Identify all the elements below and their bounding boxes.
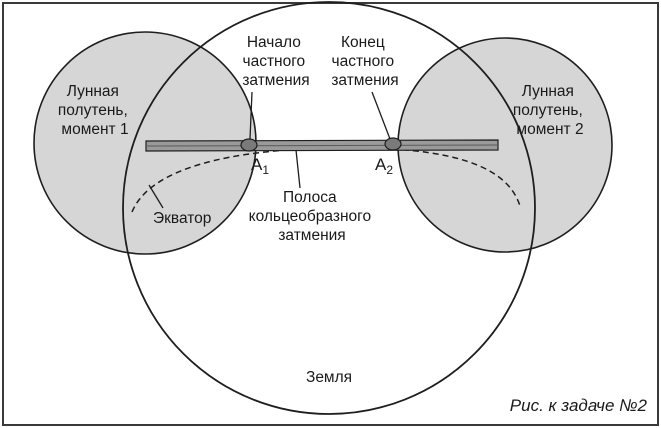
penumbra-2-label: Лунная полутень, момент 2 bbox=[513, 83, 587, 138]
figure-caption: Рис. к задаче №2 bbox=[510, 396, 648, 415]
partial-start-line-3: затмения bbox=[242, 72, 309, 89]
partial-end-label: Конец частного затмения bbox=[331, 34, 398, 89]
leader-partial-end bbox=[371, 91, 391, 140]
penumbra-2-line-3: момент 2 bbox=[516, 121, 583, 138]
leader-partial-start bbox=[249, 91, 253, 140]
point-a1-letter: A bbox=[251, 155, 263, 174]
band-label: Полоса кольцеобразного затмения bbox=[249, 189, 376, 244]
partial-start-label: Начало частного затмения bbox=[242, 34, 309, 89]
band-line-3: затмения bbox=[278, 227, 345, 244]
band-line-2: кольцеобразного bbox=[249, 208, 371, 225]
band-line-1: Полоса bbox=[283, 189, 337, 206]
partial-end-line-3: затмения bbox=[331, 72, 398, 89]
point-a2-letter: A bbox=[375, 155, 387, 174]
penumbra-1-line-2: полутень, bbox=[58, 102, 128, 119]
penumbra-1-line-3: момент 1 bbox=[61, 121, 128, 138]
point-a1-label: A1 bbox=[251, 155, 269, 177]
partial-start-line-1: Начало bbox=[247, 34, 301, 51]
penumbra-2-line-2: полутень, bbox=[513, 102, 583, 119]
annular-band-centerline bbox=[145, 144, 499, 147]
leader-equator bbox=[148, 184, 164, 209]
penumbra-2-line-1: Лунная bbox=[522, 83, 574, 100]
partial-start-line-2: частного bbox=[243, 53, 306, 70]
earth-label: Земля bbox=[306, 369, 352, 386]
equator-label: Экватор bbox=[153, 210, 211, 227]
penumbra-1-line-1: Лунная bbox=[67, 83, 119, 100]
point-a2-label: A2 bbox=[375, 155, 393, 177]
earth-circle bbox=[122, 1, 536, 415]
point-a2-marker bbox=[384, 137, 402, 151]
point-a2-subscript: 2 bbox=[386, 163, 393, 177]
leader-band bbox=[295, 149, 301, 189]
partial-end-line-2: частного bbox=[332, 53, 395, 70]
point-a1-marker bbox=[240, 138, 258, 152]
penumbra-1-label: Лунная полутень, момент 1 bbox=[58, 83, 132, 138]
point-a1-subscript: 1 bbox=[262, 163, 269, 177]
partial-end-line-1: Конец bbox=[341, 34, 385, 51]
